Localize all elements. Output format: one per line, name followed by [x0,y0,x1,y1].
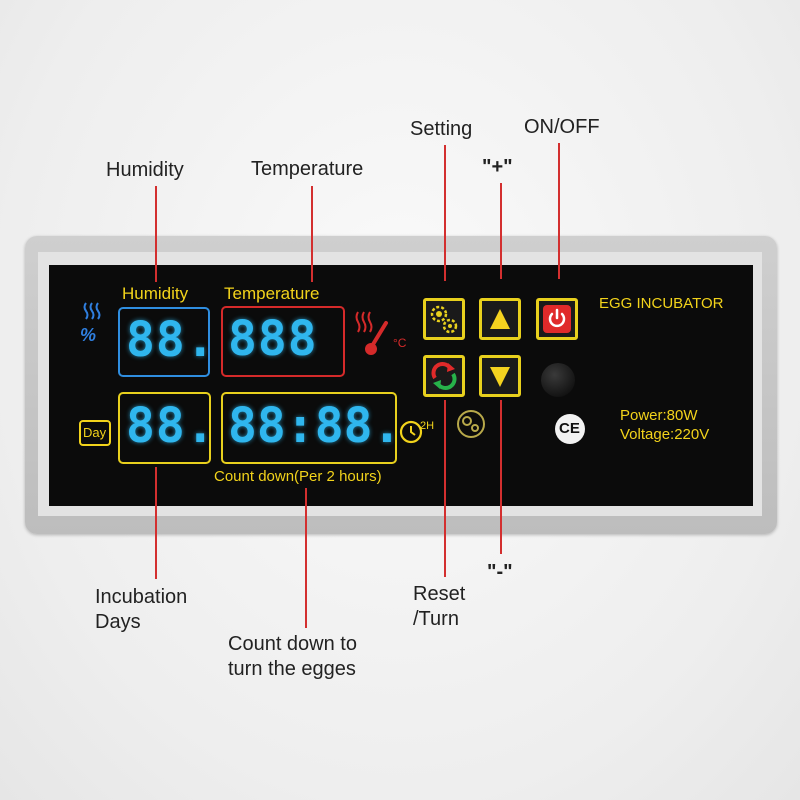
voltage-spec: Voltage:220V [620,426,710,443]
reset-turn-icon [431,362,457,390]
on-off-button[interactable] [536,298,578,340]
indicator-knob [541,363,575,397]
callout-count-down: Count down to turn the egges [228,633,357,680]
callout-temperature: Temperature [251,158,364,180]
leader-line-reset-turn [444,400,446,577]
control-panel-screen [49,265,753,506]
celsius-unit: °C [393,336,407,350]
leader-line-incubation-days [155,467,157,579]
minus-down-button[interactable] [479,355,521,397]
gear-indicator-icon [457,410,485,438]
countdown-display: 88:88. [228,398,402,454]
days-display-frame [118,392,211,464]
callout-incubation-days: Incubation Days [95,586,188,633]
power-button-face [543,305,571,333]
arrow-up-icon [490,309,510,329]
leader-line-count-down [305,488,307,628]
callout-minus: "-" [487,561,513,583]
countdown-label: Count down(Per 2 hours) [214,468,382,485]
heat-waves-icon [355,311,373,333]
day-icon-text: Day [83,425,107,440]
humidity-display-frame [118,307,210,377]
leader-line-humidity [155,186,157,282]
thermometer-icon [365,321,388,355]
arrow-down-icon [490,367,510,387]
setting-button[interactable] [423,298,465,340]
reset-turn-button[interactable] [423,355,465,397]
ce-mark-icon: CE [555,414,585,444]
callout-on-off: ON/OFF [524,116,600,138]
leader-line-plus [500,183,502,279]
leader-line-minus [500,400,502,554]
plus-up-button[interactable] [479,298,521,340]
temperature-display-frame [221,306,345,377]
leader-line-on-off [558,143,560,279]
leader-line-setting [444,145,446,281]
leader-line-temperature [311,186,313,282]
callout-humidity: Humidity [106,159,184,181]
timer-2h-text: 2H [420,420,435,432]
callout-reset-turn: Reset /Turn [413,583,466,630]
power-spec: Power:80W [620,407,698,424]
ce-mark-text: CE [559,420,580,437]
callout-setting: Setting [410,118,473,140]
panel-humidity-label: Humidity [122,284,189,303]
incubation-days-display: 88. [126,398,216,454]
timer-2h-icon [399,420,423,444]
settings-gears-icon [430,305,458,334]
callout-plus: "+" [482,156,513,178]
svg-text:%: % [80,325,96,343]
brand-label: EGG INCUBATOR [599,295,724,312]
humidity-icon: % [80,302,101,343]
countdown-display-frame [221,392,397,464]
humidity-display: 88. [126,312,216,368]
temperature-display: 888 [228,311,318,367]
panel-temperature-label: Temperature [224,284,320,303]
day-calendar-icon: Day [79,420,111,446]
power-icon [548,308,566,328]
